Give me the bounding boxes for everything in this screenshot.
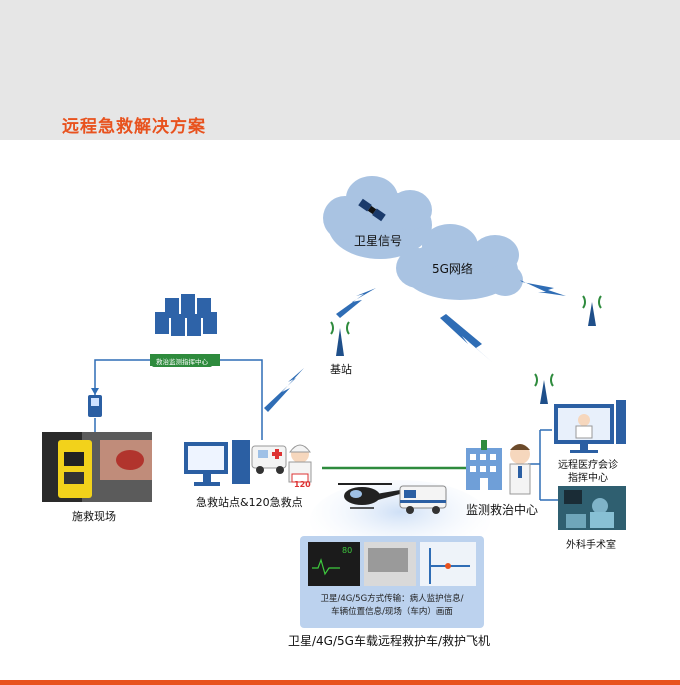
panel-text-line1: 卫星/4G/5G方式传输：病人监护信息/ (320, 594, 464, 604)
5g-cloud-label: 5G网络 (432, 262, 473, 276)
remote-consult-label-2: 指挥中心 (568, 473, 608, 484)
panel-caption: 卫星/4G/5G车载远程救护车/救护飞机 (288, 634, 490, 648)
monitor-center-label: 监测救治中心 (466, 503, 539, 517)
consult-monitor-icon (554, 400, 626, 453)
station-computer-icon (184, 440, 250, 486)
command-center-label: 救治监测指挥中心 (152, 355, 212, 367)
satellite-cloud (323, 176, 432, 259)
wireless-links (264, 280, 566, 412)
page-title: 远程急救解决方案 (62, 117, 206, 137)
5g-cloud (396, 224, 523, 300)
surgery-room-photo (558, 486, 626, 530)
footer-accent-line (0, 680, 680, 685)
remote-consult-label-1: 远程医疗会诊 (558, 460, 618, 471)
doctor-icon (509, 444, 531, 495)
hospital-building-icon (466, 440, 502, 490)
surgery-label: 外科手术室 (566, 540, 616, 551)
base-station-label: 基站 (330, 363, 352, 376)
ambulance-nurse-icon (251, 444, 312, 483)
station-label: 急救站点&120急救点 (196, 496, 303, 509)
panel-text-line2: 车辆位置信息/现场（车内）画面 (331, 607, 453, 617)
ambulance-number: 120 (294, 480, 311, 489)
rescue-site-photo (42, 432, 152, 502)
ambulance-van-icon (399, 485, 447, 514)
tower-right-top-icon (582, 295, 602, 326)
phone-icon (88, 395, 102, 417)
header-band (0, 0, 680, 140)
transmission-panel (300, 536, 484, 628)
helicopter-icon (338, 483, 400, 509)
server-cluster-icon (155, 294, 217, 336)
satellite-icon (358, 198, 386, 222)
monitor-reading: 80 (342, 546, 353, 555)
rescue-site-label: 施救现场 (72, 510, 116, 523)
tower-monitor-center-icon (534, 373, 554, 404)
base-station-tower-icon (330, 321, 350, 356)
blue-connection-lines (94, 359, 558, 501)
satellite-cloud-label: 卫星信号 (354, 234, 403, 248)
